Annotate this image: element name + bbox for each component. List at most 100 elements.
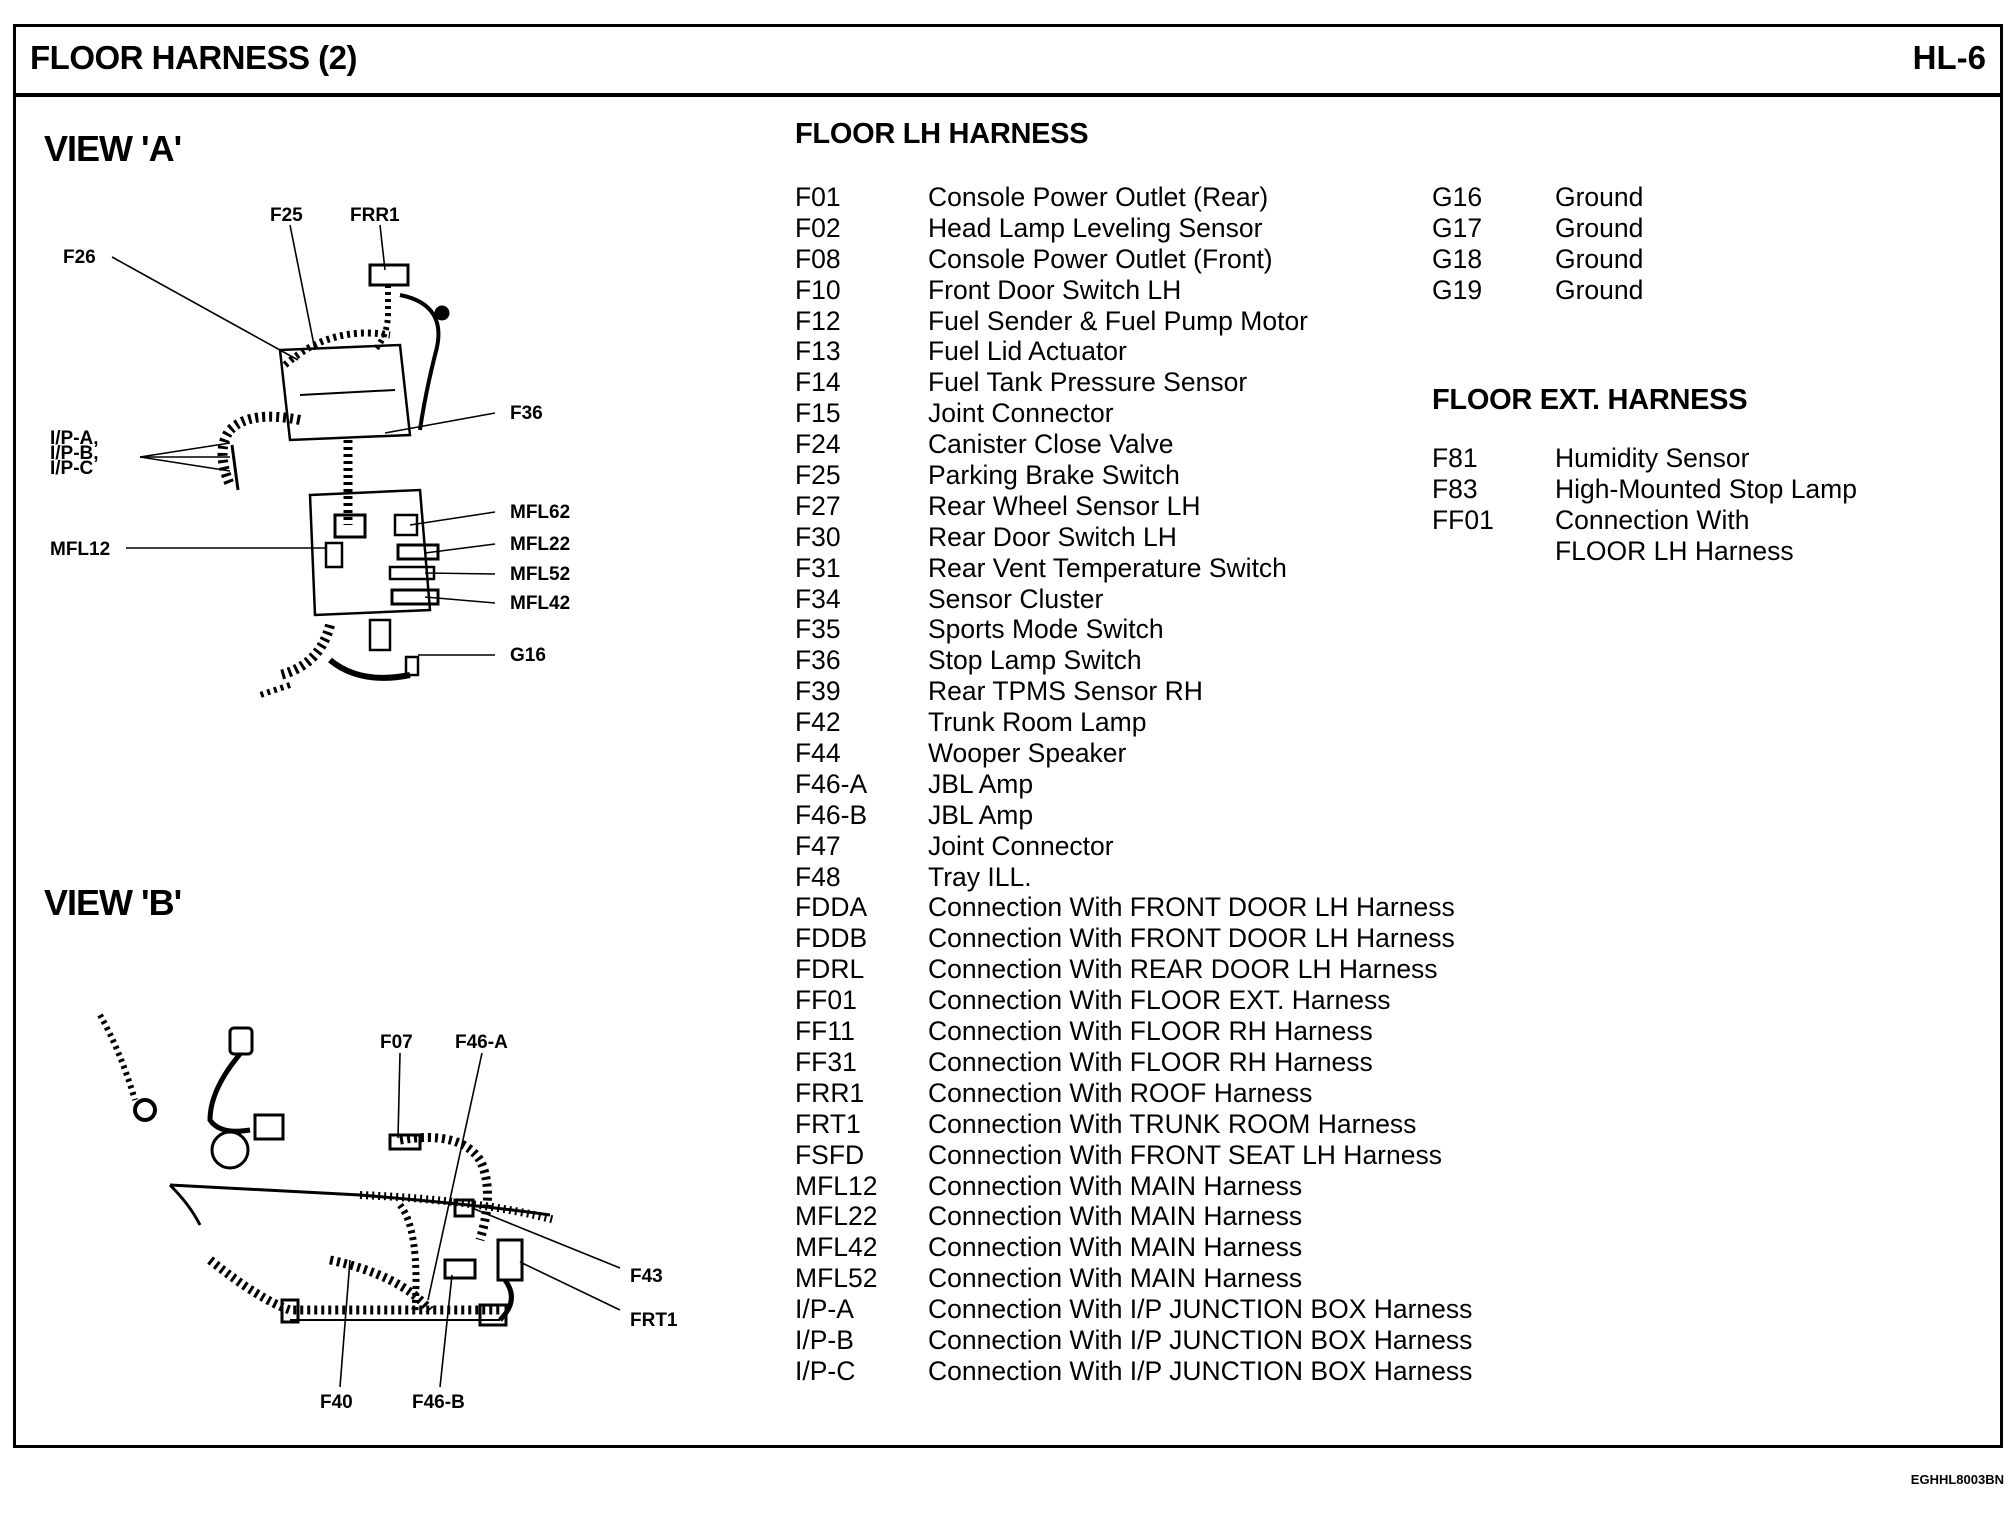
callout-frr1: FRR1	[350, 205, 400, 226]
connector-desc: Connection With FLOOR RH Harness	[928, 1046, 1373, 1077]
list-item: G16 Ground	[1432, 182, 1812, 213]
connector-code: F12	[795, 305, 841, 336]
ground-code: G17	[1432, 212, 1483, 243]
connector-code: F27	[795, 490, 841, 521]
connector-desc: Sensor Cluster	[928, 583, 1104, 614]
floor-ext-title: FLOOR EXT. HARNESS	[1432, 384, 1748, 416]
list-item: F14 Fuel Tank Pressure Sensor	[795, 367, 1435, 398]
connector-desc: Head Lamp Leveling Sensor	[928, 212, 1263, 243]
connector-desc: Connection With FLOOR RH Harness	[928, 1016, 1373, 1047]
connector-desc: Fuel Sender & Fuel Pump Motor	[928, 305, 1309, 336]
ground-desc: Ground	[1555, 182, 1644, 212]
connector-desc: Rear TPMS Sensor RH	[928, 676, 1203, 707]
connector-code: F36	[795, 645, 841, 676]
list-item: F24 Canister Close Valve	[795, 429, 1435, 460]
connector-code: FF01	[1432, 504, 1494, 535]
callout-f46-b: F46-B	[412, 1392, 465, 1413]
connector-code: F14	[795, 367, 841, 398]
connector-code: F39	[795, 676, 841, 707]
connector-desc: Canister Close Valve	[928, 429, 1174, 460]
connector-desc: High-Mounted Stop Lamp	[1555, 473, 1857, 504]
connector-desc: Joint Connector	[928, 830, 1114, 861]
callout-frt1: FRT1	[630, 1310, 678, 1331]
connector-code: F10	[795, 274, 841, 305]
connector-desc: JBL Amp	[928, 768, 1034, 799]
connector-desc: Rear Vent Temperature Switch	[928, 552, 1287, 583]
connector-code: F44	[795, 738, 841, 769]
list-item: F44 Wooper Speaker	[795, 738, 1435, 769]
connector-code: F13	[795, 336, 841, 367]
callout-ip-c: I/P-C	[50, 458, 94, 479]
connector-code: MFL22	[795, 1201, 878, 1232]
connector-desc: Fuel Lid Actuator	[928, 336, 1127, 367]
ground-code: G16	[1432, 182, 1483, 212]
view-b-diagram: F07 F46-A F43 FRT1 F40 F46-B	[97, 1013, 678, 1413]
ground-desc: Ground	[1555, 274, 1644, 305]
list-item: F39 Rear TPMS Sensor RH	[795, 676, 1435, 707]
connector-desc: Connection With MAIN Harness	[928, 1232, 1303, 1263]
connector-desc: Connection With FLOOR EXT. Harness	[928, 985, 1391, 1016]
connector-code: F01	[795, 182, 841, 212]
list-item: FLOOR LH Harness	[1432, 536, 1872, 567]
connector-code: I/P-C	[795, 1355, 856, 1386]
floor-lh-connector-list: F01 Console Power Outlet (Rear) F02 Head L…	[795, 182, 1472, 1387]
list-item: F13 Fuel Lid Actuator	[795, 336, 1435, 367]
connector-desc: Connection With FRONT DOOR LH Harness	[928, 923, 1455, 954]
connector-desc: Connection With ROOF Harness	[928, 1077, 1313, 1108]
callout-mfl52: MFL52	[510, 564, 570, 585]
list-item: G19 Ground	[1432, 275, 1812, 306]
list-item: F02 Head Lamp Leveling Sensor	[795, 213, 1435, 244]
connector-code: F15	[795, 398, 841, 429]
connector-desc: Rear Door Switch LH	[928, 521, 1177, 552]
connector-desc: FLOOR LH Harness	[1555, 535, 1794, 566]
list-item: I/P-C Connection With I/P JUNCTION BOX Ha…	[795, 1355, 1472, 1387]
connector-code: FDDB	[795, 923, 868, 954]
callout-f46-a: F46-A	[455, 1032, 508, 1053]
connector-desc: Connection With MAIN Harness	[928, 1263, 1303, 1294]
callout-mfl62: MFL62	[510, 502, 570, 523]
connector-code: F02	[795, 212, 841, 243]
connector-desc: Fuel Tank Pressure Sensor	[928, 367, 1248, 398]
callout-f25: F25	[270, 205, 303, 226]
page-header: FLOOR HARNESS (2) HL-6	[16, 27, 2000, 97]
connector-code: F08	[795, 243, 841, 274]
ground-code: G19	[1432, 274, 1483, 305]
connector-desc: Rear Wheel Sensor LH	[928, 490, 1201, 521]
connector-desc: Connection With I/P JUNCTION BOX Harness	[928, 1294, 1473, 1325]
callout-f43: F43	[630, 1266, 663, 1287]
connector-code: MFL12	[795, 1170, 878, 1201]
callout-f26: F26	[63, 247, 96, 268]
connector-desc: Wooper Speaker	[928, 738, 1127, 769]
list-item: MFL22 Connection With MAIN Harness	[795, 1201, 1435, 1232]
page-id: HL-6	[1912, 39, 1986, 76]
connector-desc: Connection With MAIN Harness	[928, 1201, 1303, 1232]
connector-desc: Connection With FRONT SEAT LH Harness	[928, 1139, 1442, 1170]
connector-desc: JBL Amp	[928, 799, 1034, 830]
callout-mfl12: MFL12	[50, 539, 110, 560]
connector-code: FRT1	[795, 1108, 861, 1139]
ground-code: G18	[1432, 243, 1483, 274]
connector-code: F48	[795, 861, 841, 892]
list-item: FDDB Connection With FRONT DOOR LH Harnes…	[795, 923, 1455, 954]
connector-code: F24	[795, 429, 841, 460]
callout-g16: G16	[510, 645, 546, 666]
connector-desc: Console Power Outlet (Rear)	[928, 182, 1269, 212]
connector-desc: Connection With I/P JUNCTION BOX Harness	[928, 1355, 1473, 1386]
